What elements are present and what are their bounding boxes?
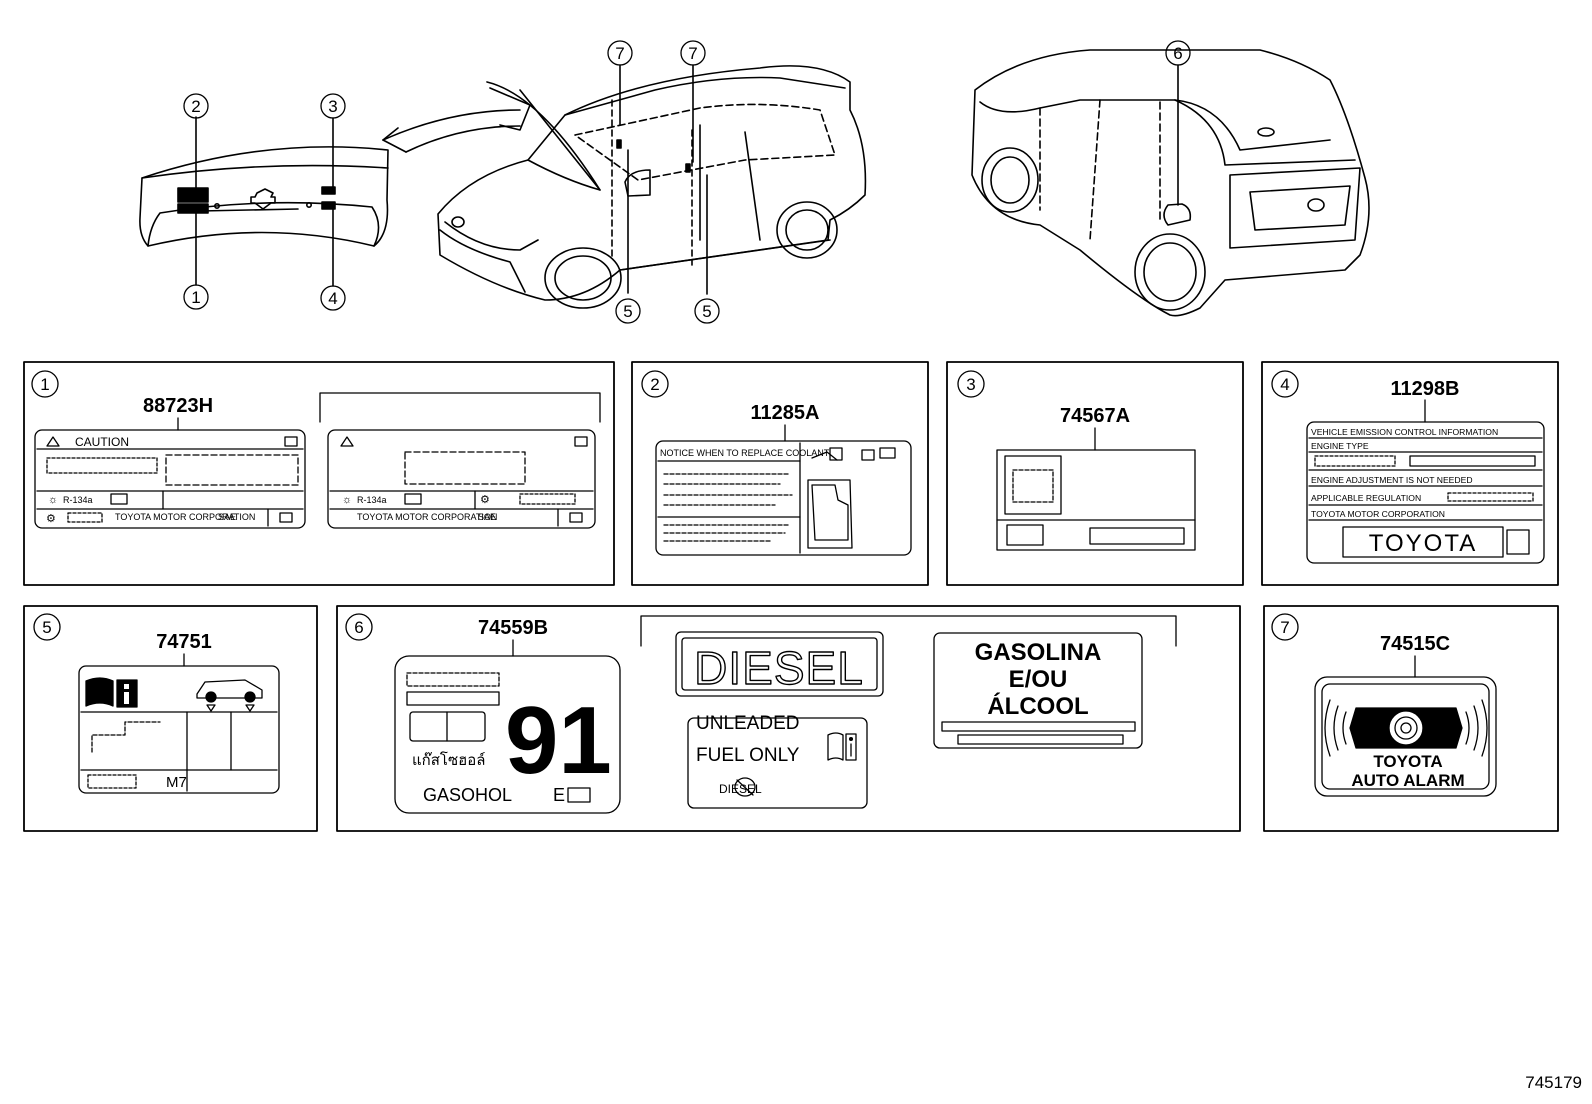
part-number-11298B: 11298B [1391,378,1460,400]
panel-3-number: 3 [966,375,975,394]
alarm-siren-icon [1324,699,1488,757]
panel-number-circles [31,370,1299,641]
label6-unleaded-line3: DIESEL [719,782,762,796]
ac-icon-b: ⚙ [480,494,490,506]
label-11298B [1306,399,1545,564]
label6-unleaded-line1: UNLEADED [696,713,799,734]
label1-refrigerant-a: R-134a [63,495,93,505]
label2-title: NOTICE WHEN TO REPLACE COOLANT [660,448,830,458]
label1-refrigerant-b: R-134a [357,495,387,505]
label6-unleaded-line2: FUEL ONLY [696,745,800,766]
ac-icon-a: ⚙ [46,513,56,525]
label6-e: E [553,785,565,805]
label6-diesel: DIESEL [694,642,864,694]
sun-icon-b: ☼ [342,494,352,506]
callout-1-top: 1 [191,288,200,307]
callout-4-top: 4 [328,289,337,308]
label1-maker-b: TOYOTA MOTOR CORPORATION [357,512,497,522]
label5-code: M7 [166,774,187,791]
label7-line1: TOYOTA [1373,752,1442,771]
part-number-74751: 74751 [156,631,212,653]
sun-icon-a: ☼ [48,494,58,506]
label-11285A [655,424,912,556]
label-74567A [996,427,1196,551]
label-position-4 [321,201,336,210]
callout-6-top: 6 [1173,44,1182,63]
panel-1-number: 1 [40,375,49,394]
label6-gasolina-line2: E/OU [1009,666,1068,693]
label-74515C [1314,655,1497,797]
hood-panel [139,87,531,287]
panel-2-number: 2 [650,375,659,394]
panel-4-number: 4 [1280,375,1289,394]
label4-line2: ENGINE TYPE [1311,441,1369,451]
label1-sae-b: SAE [478,512,496,522]
label6-gasolina-line3: ÁLCOOL [987,692,1088,720]
manual-book-icon-small [827,732,857,761]
label1-icons: ☼ ☼ ⚙ ⚙ [46,494,490,525]
callout-markers [183,40,1191,324]
panel-frames [23,361,1559,832]
car-rear-view [971,49,1370,317]
callout-2-top: 2 [191,97,200,116]
label4-line5: TOYOTA MOTOR CORPORATION [1311,509,1445,519]
label4-line4: APPLICABLE REGULATION [1311,493,1421,503]
label-74559B [394,615,1177,814]
panel-6-number: 6 [354,618,363,637]
callout-7-top-a: 7 [615,44,624,63]
label1-caution-text: CAUTION [75,435,129,449]
label6-gasohol: GASOHOL [423,785,512,805]
manual-book-icon [85,677,138,708]
label4-line3: ENGINE ADJUSTMENT IS NOT NEEDED [1311,475,1473,485]
part-number-74567A: 74567A [1060,405,1130,427]
car-tire-icon [196,679,263,712]
callout-5-top-a: 5 [623,302,632,321]
label-position-1 [177,203,209,214]
part-number-74515C: 74515C [1380,633,1450,655]
label1-sae-a: SAE [218,512,236,522]
car-front-view [437,64,867,309]
callout-3-top: 3 [328,97,337,116]
label6-gasolina-line1: GASOLINA [975,639,1102,666]
label-88723H [34,392,601,529]
label-position-3 [321,186,336,195]
callout-7-top-b: 7 [688,44,697,63]
part-number-88723H: 88723H [143,395,213,417]
label7-line2: AUTO ALARM [1351,771,1464,790]
label4-line1: VEHICLE EMISSION CONTROL INFORMATION [1311,427,1498,437]
part-number-11285A: 11285A [751,402,820,424]
callout-5-top-b: 5 [702,302,711,321]
label6-octane: 91 [505,687,612,794]
diagram-id: 745179 [1525,1073,1582,1092]
panel-7-number: 7 [1280,618,1289,637]
part-number-74559B: 74559B [478,617,548,639]
label-74751 [78,653,280,794]
label-position-2 [177,187,209,203]
label4-brand: TOYOTA [1369,530,1477,557]
label1-maker-a: TOYOTA MOTOR CORPORATION [115,512,255,522]
panel-5-number: 5 [42,618,51,637]
label6-thai: แก๊สโซฮอล์ [412,751,486,769]
